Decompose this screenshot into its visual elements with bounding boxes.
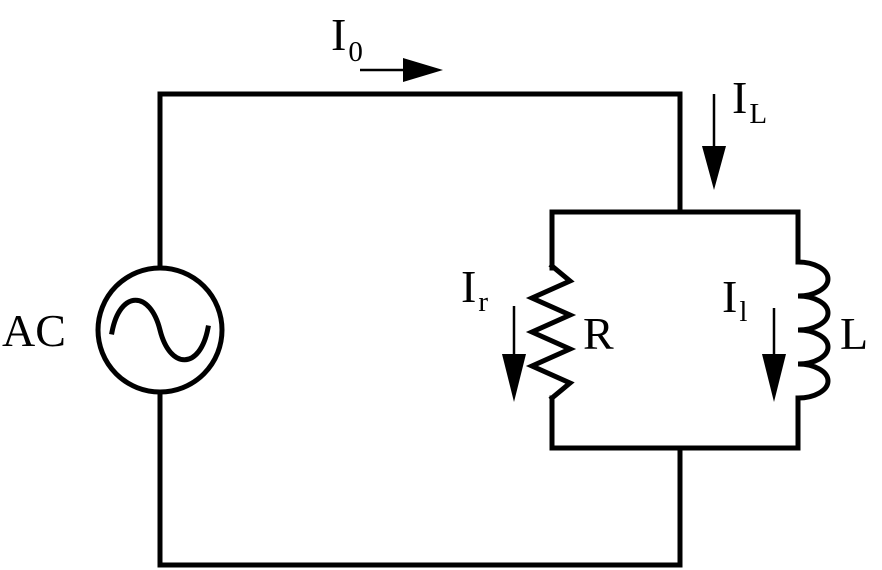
i0-label: I0: [331, 9, 363, 68]
sine-wave-icon: [109, 297, 211, 363]
current-il-inductor: Il: [722, 271, 786, 402]
il-label: IL: [732, 72, 767, 130]
i0-subscript: 0: [348, 36, 363, 68]
il-inductor-subscript: l: [739, 296, 747, 328]
ir-label: Ir: [461, 261, 488, 318]
current-il: IL: [702, 72, 767, 190]
il-subscript: L: [749, 98, 767, 130]
inductor-label: L: [840, 308, 868, 359]
il-main: I: [732, 72, 747, 123]
ac-source-circle: [95, 265, 225, 395]
wire-branch-top: [549, 209, 801, 271]
ac-source-label: AC: [2, 305, 66, 356]
down-arrow-icon: [762, 354, 786, 402]
inductor-coil: [795, 259, 831, 401]
wire-left-bottom: [157, 389, 683, 568]
ir-subscript: r: [478, 286, 488, 318]
resistor-label: R: [583, 308, 614, 359]
current-ir: Ir: [461, 261, 526, 402]
ir-main: I: [461, 261, 476, 312]
parallel-branch-wires: [549, 209, 801, 451]
wire-branch-bottom: [549, 395, 801, 451]
resistor-zigzag: [525, 262, 577, 402]
current-i0: I0: [331, 9, 443, 82]
inductor: L: [795, 259, 868, 401]
il-inductor-main: I: [722, 271, 737, 322]
il-inductor-label: Il: [722, 271, 747, 328]
i0-main: I: [331, 9, 346, 60]
resistor: R: [525, 262, 614, 402]
right-arrow-icon: [403, 58, 443, 82]
wire-left-top: [157, 91, 683, 271]
down-arrow-icon: [502, 354, 526, 402]
down-arrow-icon: [702, 146, 726, 190]
ac-source: AC: [2, 265, 225, 395]
main-loop-wires: [157, 91, 683, 568]
